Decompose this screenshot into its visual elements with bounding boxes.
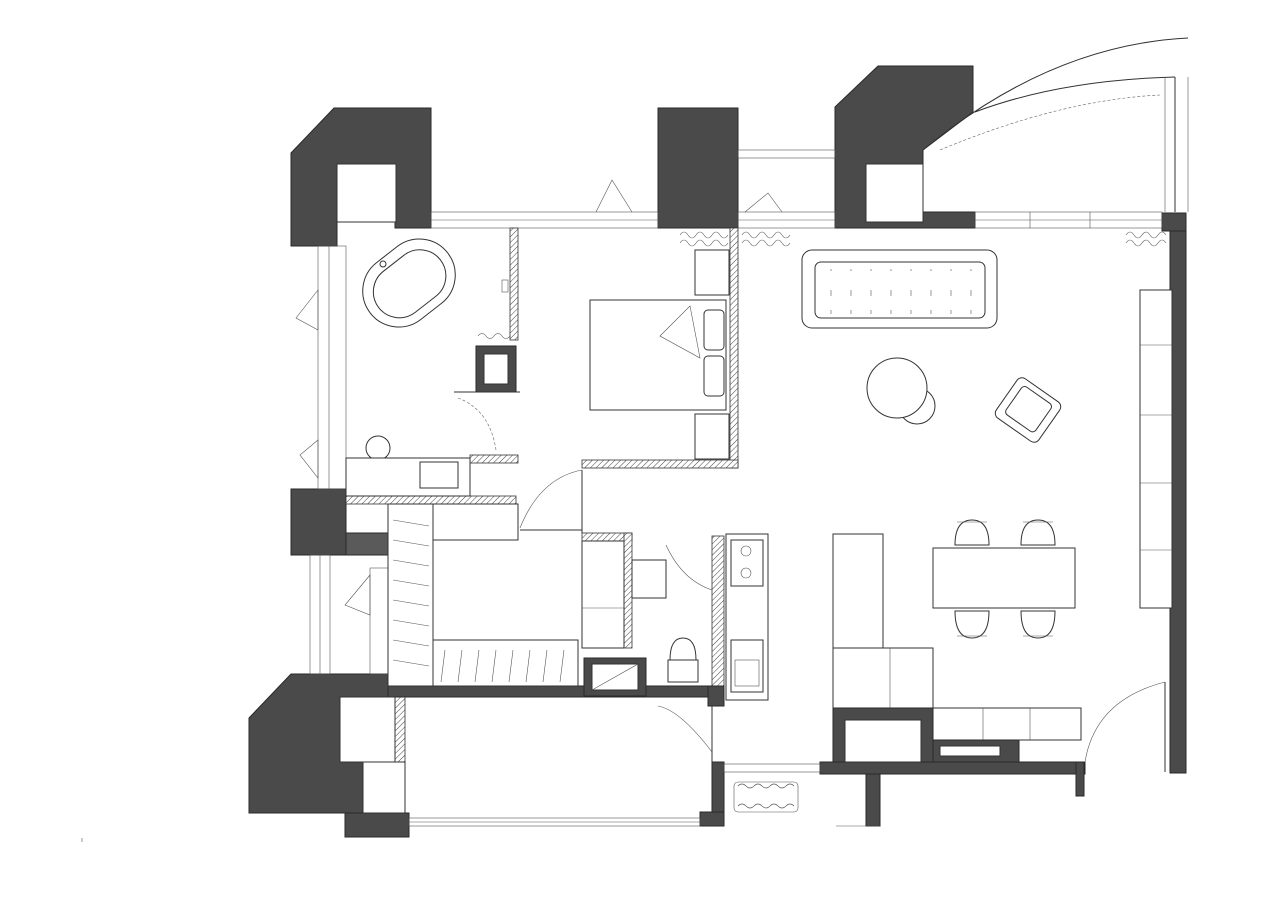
wall-bottom-right bbox=[711, 761, 725, 819]
bottom-column-void-2 bbox=[362, 761, 406, 814]
pillow-1 bbox=[703, 309, 725, 351]
wall-balcony-stub bbox=[865, 773, 881, 827]
wc-sink bbox=[631, 559, 667, 599]
burner-1 bbox=[740, 545, 752, 557]
bedroom bbox=[519, 249, 730, 533]
kitchen-sink-basin bbox=[734, 659, 760, 687]
nightstand-top bbox=[694, 249, 730, 296]
window-wall-left bbox=[295, 245, 389, 675]
wall-bath-bottom bbox=[345, 495, 517, 505]
wc-door-swing bbox=[665, 544, 713, 591]
balcony-doors bbox=[595, 179, 783, 213]
radiator-living-left bbox=[741, 231, 791, 239]
wall-living-bottom-stub bbox=[1075, 761, 1085, 797]
radiator-living-right bbox=[1125, 231, 1167, 239]
shaft-living-void bbox=[844, 719, 922, 763]
bottom-room bbox=[81, 696, 821, 842]
wall-bedroom-living bbox=[729, 227, 739, 469]
bedroom-door-swing bbox=[519, 469, 583, 529]
pillow-2 bbox=[703, 355, 725, 397]
kitchen-sink bbox=[730, 639, 764, 693]
toilet-tank bbox=[667, 659, 699, 683]
sofa-tufting bbox=[830, 269, 972, 314]
bottom-column-void bbox=[339, 696, 396, 763]
wardrobe-cabinet bbox=[581, 540, 625, 649]
column-top-right-void bbox=[865, 163, 924, 223]
wall-bedroom-bottom bbox=[581, 459, 739, 469]
wall-right-top-corner bbox=[1161, 212, 1187, 232]
cooktop bbox=[730, 539, 764, 587]
double-bed bbox=[589, 299, 727, 411]
dining-table bbox=[932, 547, 1076, 609]
shaft-bathroom-void bbox=[483, 353, 509, 385]
burner-2 bbox=[740, 567, 752, 579]
wardrobe-bottom-rack bbox=[432, 639, 579, 687]
column-left-middle bbox=[290, 488, 347, 556]
hangers-left bbox=[392, 519, 430, 667]
balcony-curve-outer bbox=[922, 37, 1189, 151]
tub-faucet bbox=[379, 260, 387, 268]
hangers-bottom bbox=[440, 649, 565, 683]
wardrobe bbox=[387, 503, 625, 687]
wall-living-bottom bbox=[819, 761, 1086, 775]
column-top-left-void bbox=[336, 163, 397, 223]
window-bottom-kitchen bbox=[723, 763, 821, 773]
interior-walls bbox=[345, 227, 1086, 827]
wall-bottom-base bbox=[699, 811, 725, 827]
door-swing-bedroom bbox=[595, 179, 633, 213]
bathroom bbox=[345, 238, 520, 497]
vanity-sink bbox=[419, 461, 459, 489]
balcony-curve-dash bbox=[939, 94, 1161, 151]
wall-bottom-room-top bbox=[387, 685, 709, 698]
column-bottom-left-base bbox=[344, 812, 410, 838]
window-wall-top bbox=[430, 149, 1163, 229]
living-room bbox=[801, 249, 1173, 772]
radiator-bathroom bbox=[477, 333, 511, 339]
armchair bbox=[994, 377, 1062, 443]
curved-balcony bbox=[922, 37, 1189, 212]
bed-blanket-fold bbox=[659, 305, 701, 359]
kitchen-island-cabinet bbox=[832, 647, 934, 709]
toilet-bowl bbox=[669, 637, 697, 661]
wc bbox=[583, 544, 713, 697]
kitchen bbox=[657, 533, 769, 762]
nightstand-bottom bbox=[694, 413, 730, 460]
shaft-living-small-void bbox=[939, 745, 1001, 757]
entry-door-swing bbox=[1084, 681, 1166, 763]
wall-bottom-corner bbox=[707, 685, 725, 707]
sofa-seat bbox=[814, 261, 986, 319]
wardrobe-top-shelf bbox=[432, 503, 519, 541]
shower-door-swing bbox=[457, 397, 497, 451]
window-left-upper bbox=[317, 245, 347, 490]
shower-valve bbox=[501, 279, 509, 293]
dining-chairs bbox=[954, 519, 1056, 639]
wall-kitchen bbox=[711, 535, 725, 687]
door-swing-living bbox=[744, 192, 783, 213]
balcony-rail-top bbox=[737, 149, 836, 159]
wall-bath-bedroom bbox=[509, 227, 519, 341]
tall-cabinet bbox=[832, 533, 884, 649]
ac-unit-balcony bbox=[733, 781, 799, 813]
wardrobe-left-rack bbox=[387, 503, 434, 687]
kitchen-door-swing bbox=[657, 705, 713, 753]
radiators bbox=[477, 231, 1167, 339]
bathtub-inner bbox=[372, 249, 447, 319]
coffee-table-round bbox=[866, 357, 928, 419]
wall-left-middle-ext bbox=[345, 532, 390, 556]
tv-cabinet bbox=[1139, 289, 1173, 609]
wall-bath-step bbox=[469, 454, 519, 464]
low-cabinet bbox=[932, 707, 1082, 741]
structural-columns bbox=[248, 65, 1187, 838]
column-top-middle bbox=[657, 107, 739, 229]
bath-stool bbox=[365, 435, 391, 461]
radiator-bedroom bbox=[679, 231, 729, 239]
window-left-lower-inner bbox=[369, 567, 389, 675]
balcony-curve-inner bbox=[974, 76, 1176, 113]
wall-wc-left bbox=[623, 532, 633, 649]
